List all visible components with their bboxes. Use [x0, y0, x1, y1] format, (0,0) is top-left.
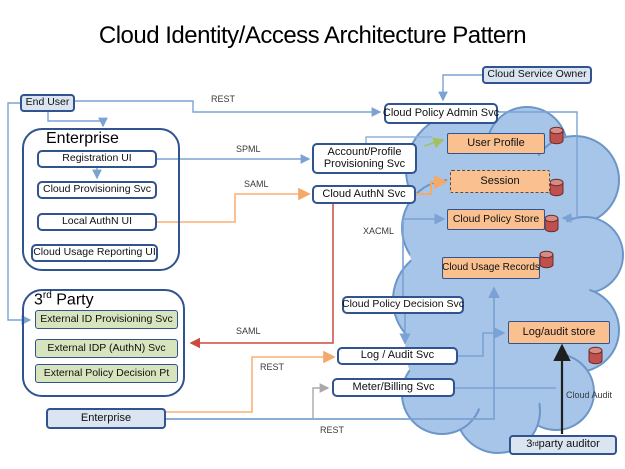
database-icon [549, 126, 564, 145]
third-party-container [22, 289, 185, 397]
third-party-container-label: 3rd Party [34, 290, 94, 309]
edge-label-rest-log: REST [260, 362, 285, 372]
node-cloud-policy-store: Cloud Policy Store [447, 209, 545, 230]
edge-policy-decision-to-policy-store-xacml [402, 213, 446, 296]
node-cloud-policy-decision-svc: Cloud Policy Decision Svc [342, 296, 464, 314]
database-icon [549, 178, 564, 197]
edge-label-rest-admin: REST [211, 94, 236, 104]
edge-end-user-to-ext-id-provisioning [7, 102, 32, 325]
cloud-shape [392, 106, 624, 454]
node-local-authn-ui: Local AuthN UI [37, 213, 157, 231]
node-external-id-provisioning-svc: External ID Provisioning Svc [35, 310, 178, 329]
node-external-idp-authn-svc: External IDP (AuthN) Svc [35, 339, 178, 358]
connector-layer [7, 74, 578, 434]
node-meter-billing-svc: Meter/Billing Svc [332, 378, 455, 397]
node-cloud-usage-reporting-ui: Cloud Usage Reporting UI [31, 244, 158, 262]
node-cloud-usage-records: Cloud Usage Records [442, 257, 540, 279]
node-cloud-policy-admin-svc: Cloud Policy Admin Svc [383, 103, 499, 124]
edge-enterprise-to-usage-records-rest [166, 286, 500, 420]
edge-end-user-to-enterprise [47, 112, 108, 128]
enterprise-container [22, 128, 180, 271]
node-cloud-authn-svc: Cloud AuthN Svc [312, 185, 416, 204]
edge-label-xacml: XACML [363, 226, 395, 236]
node-end-user: End User [20, 94, 75, 112]
edge-label-saml-authn: SAML [244, 179, 269, 189]
edge-label-cloud-audit: Cloud Audit [566, 390, 613, 400]
node-registration-ui: Registration UI [37, 150, 157, 168]
edge-label-spml: SPML [236, 144, 261, 154]
node-account-profile-provisioning-svc: Account/Profile Provisioning Svc [312, 143, 417, 174]
database-icons [539, 126, 603, 365]
node-enterprise-bottom: Enterprise [46, 408, 166, 429]
edge-cloud-authn-to-ext-idp-saml [189, 204, 334, 349]
node-log-audit-svc: Log / Audit Svc [337, 347, 458, 365]
edge-policy-admin-to-policy-store [498, 111, 578, 223]
edge-label-saml-idp: SAML [236, 326, 261, 336]
database-icon [588, 346, 603, 365]
edge-label-rest-usage: REST [320, 425, 345, 435]
node-cloud-service-owner: Cloud Service Owner [482, 66, 592, 84]
edge-cloud-authn-to-session [416, 175, 448, 195]
page-title: Cloud Identity/Access Architecture Patte… [98, 22, 527, 49]
node-user-profile-store: User Profile [447, 133, 545, 154]
edge-enterprise-to-meter-billing [312, 383, 330, 419]
enterprise-container-label: Enterprise [46, 130, 119, 147]
database-icon [539, 250, 554, 269]
edge-enterprise-to-log-audit-rest [166, 350, 336, 413]
edge-service-owner-to-policy-admin [438, 74, 482, 102]
edge-end-user-to-policy-admin-rest [75, 100, 382, 117]
database-icon [544, 214, 559, 233]
node-session-store: Session [450, 170, 550, 193]
edge-account-profile-to-user-profile [365, 136, 432, 143]
edge-account-profile-to-user-profile-arrow [423, 137, 445, 149]
node-external-policy-decision-pt: External Policy Decision Pt [35, 364, 178, 383]
edge-local-authn-to-cloud-authn-saml [157, 187, 311, 223]
node-cloud-provisioning-svc: Cloud Provisioning Svc [37, 181, 157, 199]
node-log-audit-store: Log/audit store [508, 321, 610, 344]
